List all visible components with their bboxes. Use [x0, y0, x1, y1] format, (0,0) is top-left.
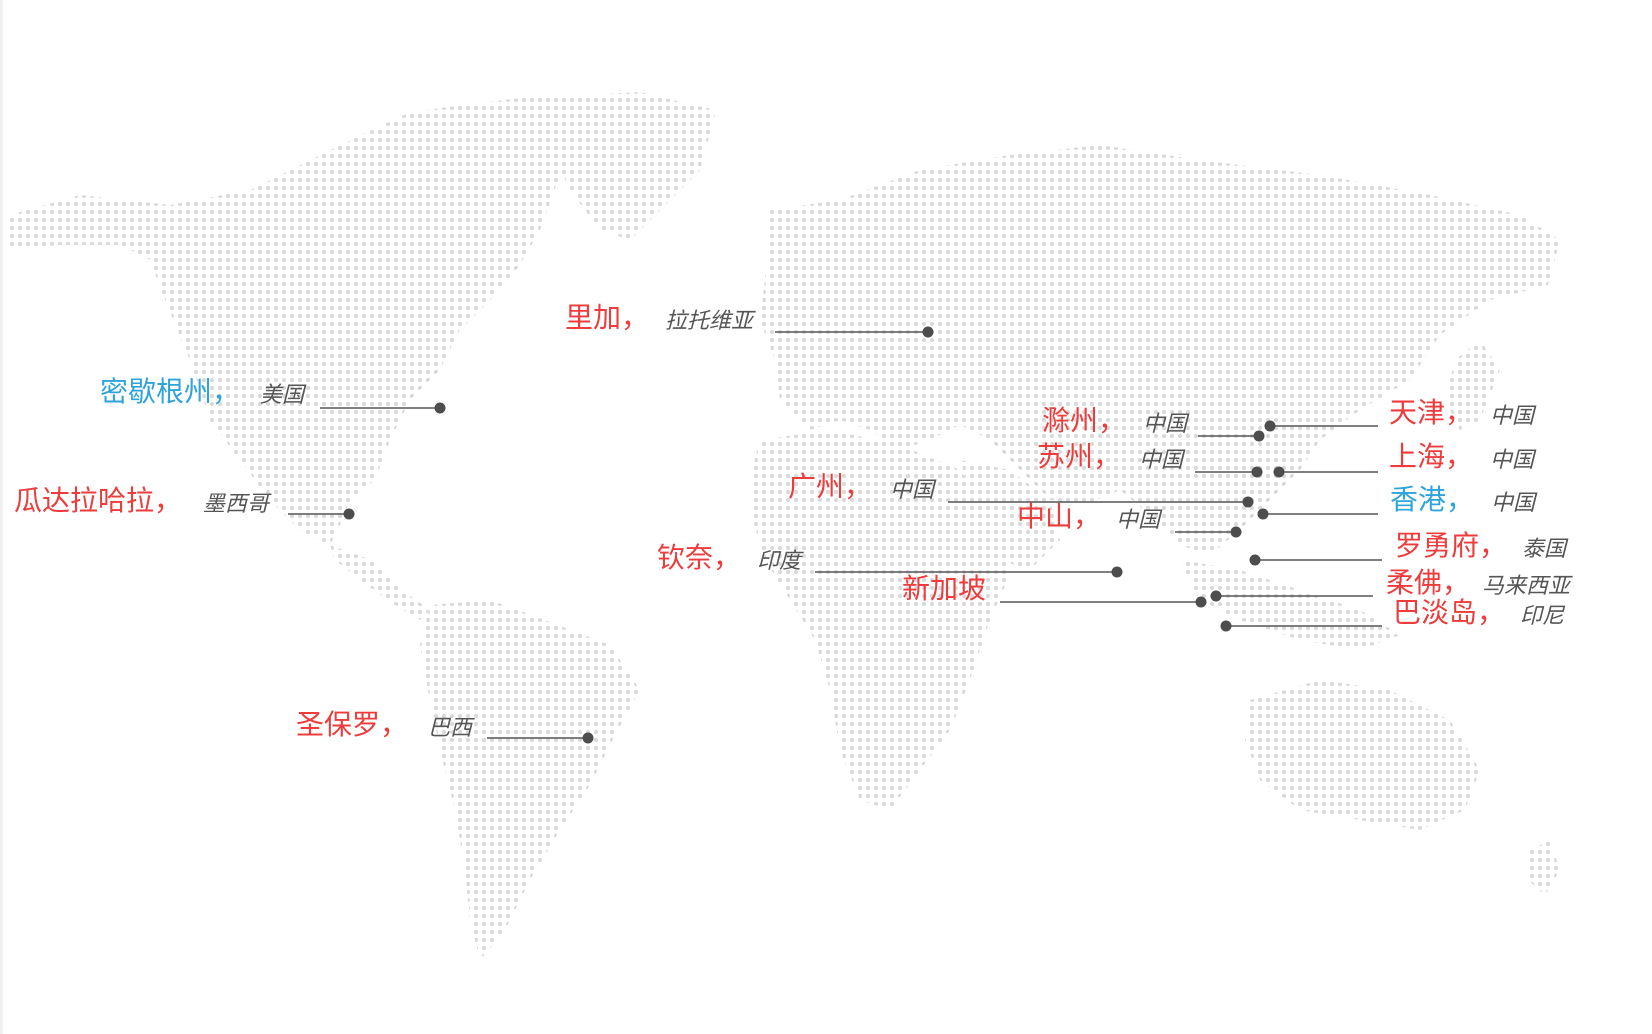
city-label: 密歇根州， — [100, 375, 240, 408]
land-north-america — [10, 92, 715, 545]
city-label: 里加， — [565, 301, 649, 334]
location-pin-icon — [922, 326, 934, 338]
location-pin-icon — [1273, 466, 1285, 478]
location-pin-icon — [582, 732, 594, 744]
location-shanghai: 上海， 中国 — [1273, 440, 1537, 478]
land-south-america — [420, 600, 640, 960]
location-markers: 里加，拉托维亚密歇根州，美国瓜达拉哈拉，墨西哥圣保罗，巴西滁州，中国苏州，中国广… — [14, 301, 1573, 744]
country-label: 中国 — [1143, 412, 1190, 437]
location-sao-paulo: 圣保罗， 巴西 — [296, 708, 594, 744]
location-pin-icon — [1257, 508, 1269, 520]
location-pin-icon — [1195, 596, 1207, 608]
city-label: 钦奈， — [657, 541, 741, 574]
location-johor: 柔佛， 马来西亚 — [1210, 566, 1573, 602]
location-rayong: 罗勇府， 泰国 — [1249, 529, 1569, 566]
location-pin-icon — [1111, 566, 1123, 578]
land-australia — [1245, 680, 1480, 830]
location-pin-icon — [1251, 466, 1263, 478]
city-label: 广州， — [788, 470, 872, 503]
land-japan — [1445, 340, 1500, 430]
country-label: 中国 — [1116, 508, 1163, 533]
country-label: 墨西哥 — [203, 492, 272, 517]
country-label: 中国 — [1491, 491, 1538, 516]
country-label: 中国 — [890, 478, 937, 503]
location-pin-icon — [1220, 620, 1232, 632]
city-label: 中山， — [1017, 500, 1101, 533]
city-label: 瓜达拉哈拉， — [14, 484, 182, 517]
land-new-zealand — [1528, 840, 1560, 895]
city-label: 香港， — [1390, 483, 1474, 516]
land-greenland — [540, 95, 715, 240]
left-edge-strip — [0, 0, 3, 1034]
city-label: 天津， — [1389, 396, 1473, 429]
country-label: 印度 — [757, 549, 804, 574]
country-label: 印尼 — [1520, 604, 1566, 629]
location-pin-icon — [1253, 430, 1265, 442]
location-zhongshan: 中山， 中国 — [1017, 500, 1242, 538]
location-pin-icon — [1264, 420, 1276, 432]
location-suzhou: 苏州， 中国 — [1037, 440, 1263, 478]
city-label: 苏州， — [1037, 440, 1121, 473]
location-pin-icon — [343, 508, 355, 520]
location-tianjin: 天津， 中国 — [1264, 396, 1537, 432]
country-label: 泰国 — [1522, 537, 1569, 562]
land-central-america — [330, 545, 430, 620]
location-singapore: 新加坡 — [902, 572, 1207, 608]
location-batam: 巴淡岛， 印尼 — [1220, 596, 1566, 632]
land-dots — [10, 92, 1560, 960]
location-chuzhou: 滁州， 中国 — [1042, 404, 1265, 442]
location-pin-icon — [1210, 590, 1222, 602]
city-label: 上海， — [1389, 440, 1473, 473]
land-africa — [750, 430, 1010, 810]
land-se-asia — [1180, 560, 1400, 650]
city-label: 巴淡岛， — [1393, 596, 1505, 629]
city-label: 滁州， — [1042, 404, 1126, 437]
location-chennai: 钦奈， 印度 — [657, 541, 1123, 578]
city-label: 圣保罗， — [296, 708, 408, 741]
city-label: 罗勇府， — [1395, 529, 1507, 562]
country-label: 马来西亚 — [1482, 574, 1573, 599]
location-guadalajara: 瓜达拉哈拉， 墨西哥 — [14, 484, 355, 520]
city-label: 新加坡 — [902, 572, 986, 605]
location-riga: 里加， 拉托维亚 — [565, 301, 934, 338]
location-pin-icon — [434, 402, 446, 414]
country-label: 中国 — [1139, 448, 1186, 473]
country-label: 中国 — [1490, 448, 1537, 473]
location-hongkong: 香港， 中国 — [1257, 483, 1538, 520]
land-eurasia — [760, 145, 1560, 555]
city-label: 柔佛， — [1386, 566, 1470, 599]
country-label: 美国 — [260, 383, 307, 408]
location-pin-icon — [1249, 554, 1261, 566]
land-arabia — [960, 460, 1060, 570]
location-guangzhou: 广州， 中国 — [788, 470, 1254, 508]
location-pin-icon — [1242, 496, 1254, 508]
location-pin-icon — [1230, 526, 1242, 538]
location-michigan: 密歇根州， 美国 — [100, 375, 446, 414]
country-label: 拉托维亚 — [665, 309, 756, 334]
country-label: 中国 — [1490, 404, 1537, 429]
country-label: 巴西 — [428, 716, 475, 741]
